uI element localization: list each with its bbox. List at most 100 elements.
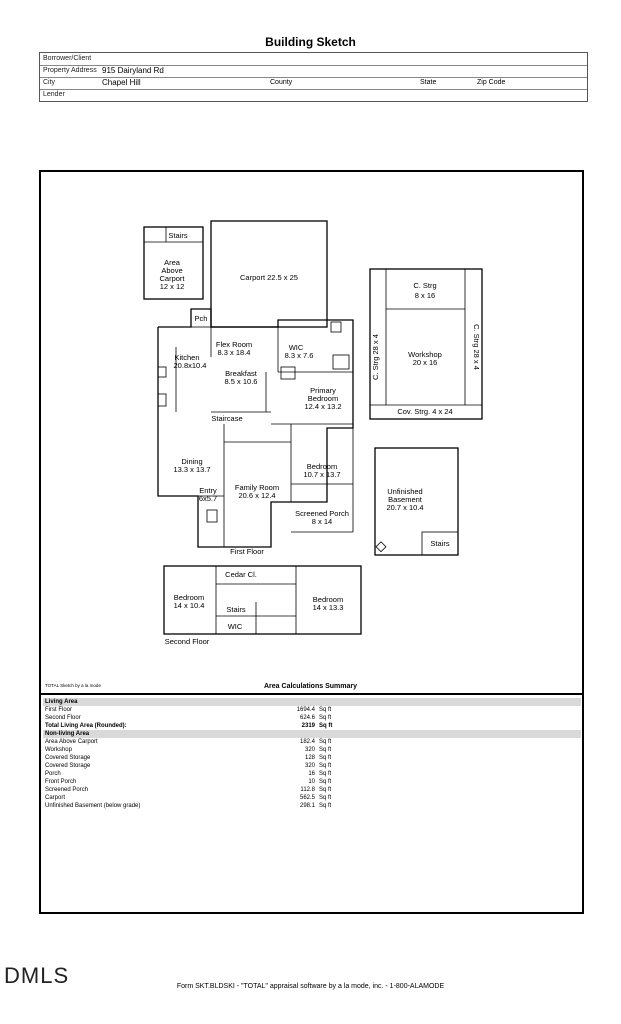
breakfast-label: Breakfast bbox=[225, 369, 258, 378]
row-label: Covered Storage bbox=[45, 755, 91, 761]
sketch-frame bbox=[39, 170, 584, 914]
table-row: Covered Storage 128 Sq ft bbox=[43, 754, 581, 762]
table-row: First Floor 1694.4 Sq ft bbox=[43, 706, 581, 714]
floor-plan: Stairs Area Above Carport 12 x 12 Carpor… bbox=[143, 220, 483, 646]
family-room-label: Family Room bbox=[235, 483, 279, 492]
dmls-watermark-logo: DMLS bbox=[4, 963, 70, 988]
stairs-basement-label: Stairs bbox=[430, 539, 449, 548]
city-label: City bbox=[43, 79, 56, 86]
row-unit: Sq ft bbox=[319, 787, 332, 793]
cov-strg-label: Cov. Strg. 4 x 24 bbox=[397, 407, 452, 416]
bedroom2-label: Bedroom bbox=[174, 593, 204, 602]
row-value: 10 bbox=[308, 779, 315, 785]
row-label: Porch bbox=[45, 771, 61, 777]
row-label: Second Floor bbox=[45, 715, 81, 721]
wic2-label: WIC bbox=[228, 622, 243, 631]
basement-corner-icon bbox=[375, 541, 387, 553]
pch-label: Pch bbox=[195, 314, 208, 323]
address-value: 915 Dairyland Rd bbox=[102, 66, 164, 75]
unfinished-basement-outline bbox=[374, 447, 459, 556]
row-unit: Sq ft bbox=[319, 747, 332, 753]
state-label: State bbox=[420, 79, 437, 86]
row-unit: Sq ft bbox=[319, 763, 332, 769]
entry-dim: 6x5.7 bbox=[199, 494, 217, 503]
row-value: 128 bbox=[304, 755, 315, 761]
table-row: Second Floor 624.6 Sq ft bbox=[43, 714, 581, 722]
row-value: 1694.4 bbox=[296, 707, 315, 713]
kitchen-label: Kitchen bbox=[174, 353, 199, 362]
entry-label: Entry bbox=[199, 486, 217, 495]
page-title: Building Sketch bbox=[265, 35, 356, 49]
c-strg-left-label: C. Strg 28 x 4 bbox=[371, 334, 380, 380]
second-floor-outline bbox=[163, 565, 362, 635]
toilet-icon bbox=[330, 321, 342, 333]
area-separator bbox=[41, 693, 582, 695]
area-summary-title: Area Calculations Summary bbox=[264, 683, 357, 690]
row-unit: Sq ft bbox=[319, 771, 332, 777]
area-above-carport-label-1: Area bbox=[164, 258, 181, 267]
total-label: Total Living Area (Rounded): bbox=[45, 723, 127, 729]
flex-room-dim: 8.3 x 18.4 bbox=[218, 348, 251, 357]
stairs-top-label: Stairs bbox=[168, 231, 187, 240]
c-strg-right-label: C. Strg 28 x 4 bbox=[472, 324, 481, 370]
row-value: 320 bbox=[304, 763, 315, 769]
carport-label: Carport 22.5 x 25 bbox=[240, 273, 298, 282]
row-unit: Sq ft bbox=[319, 803, 332, 809]
area-summary-table: Living Area First Floor 1694.4 Sq ft Sec… bbox=[43, 698, 581, 810]
bedroom1-dim: 10.7 x 13.7 bbox=[303, 470, 340, 479]
lender-row: Lender bbox=[40, 89, 587, 101]
primary-bedroom-label-1: Primary bbox=[310, 386, 336, 395]
screened-porch-dim: 8 x 14 bbox=[312, 517, 332, 526]
area-above-carport-label-2: Above bbox=[161, 266, 182, 275]
row-unit: Sq ft bbox=[319, 739, 332, 745]
row-label: Covered Storage bbox=[45, 763, 91, 769]
primary-bedroom-dim: 12.4 x 13.2 bbox=[304, 402, 341, 411]
flex-room-label: Flex Room bbox=[216, 340, 252, 349]
stove-icon bbox=[280, 366, 296, 380]
borrower-label: Borrower/Client bbox=[43, 55, 92, 62]
bedroom3-label: Bedroom bbox=[313, 595, 343, 604]
dining-dim: 13.3 x 13.7 bbox=[173, 465, 210, 474]
area-above-carport-dim: 12 x 12 bbox=[160, 282, 185, 291]
sketch-credit: TOTAL Sketch by a la mode bbox=[45, 683, 101, 688]
nonliving-area-heading: Non-living Area bbox=[43, 730, 581, 738]
row-value: 320 bbox=[304, 747, 315, 753]
borrower-row: Borrower/Client bbox=[40, 53, 587, 66]
footer-text: Form SKT.BLDSKI - "TOTAL" appraisal soft… bbox=[176, 983, 445, 990]
row-label: Workshop bbox=[45, 747, 72, 753]
family-room-dim: 20.6 x 12.4 bbox=[238, 491, 275, 500]
workshop-label: Workshop bbox=[408, 350, 442, 359]
row-unit: Sq ft bbox=[319, 755, 332, 761]
basement-stairs-outline bbox=[421, 531, 459, 556]
living-area-heading: Living Area bbox=[43, 698, 581, 706]
row-label: Unfinished Basement (below grade) bbox=[45, 803, 141, 809]
row-label: First Floor bbox=[45, 707, 72, 713]
bedroom1-label: Bedroom bbox=[307, 462, 337, 471]
area-above-carport-label-3: Carport bbox=[159, 274, 185, 283]
total-value: 2319 bbox=[301, 723, 315, 729]
table-row: Porch 16 Sq ft bbox=[43, 770, 581, 778]
area-above-carport-outline bbox=[143, 226, 204, 300]
c-strg-top-label: C. Strg bbox=[413, 281, 436, 290]
city-row: City Chapel Hill County State Zip Code bbox=[40, 77, 587, 90]
second-floor-label: Second Floor bbox=[165, 637, 210, 646]
breakfast-dim: 8.5 x 10.6 bbox=[225, 377, 258, 386]
row-unit: Sq ft bbox=[319, 795, 332, 801]
screened-porch-label: Screened Porch bbox=[295, 509, 349, 518]
row-value: 182.4 bbox=[299, 739, 315, 745]
row-label: Area Above Carport bbox=[45, 739, 98, 745]
kitchen-dim: 20.8x10.4 bbox=[174, 361, 207, 370]
wic-label: WIC bbox=[289, 343, 304, 352]
total-row: Total Living Area (Rounded): 2319 Sq ft bbox=[43, 722, 581, 730]
range-icon bbox=[157, 393, 167, 407]
row-value: 16 bbox=[308, 771, 315, 777]
row-label: Carport bbox=[45, 795, 66, 801]
wic-dim: 8.3 x 7.6 bbox=[285, 351, 314, 360]
table-row: Covered Storage 320 Sq ft bbox=[43, 762, 581, 770]
first-floor-label: First Floor bbox=[230, 547, 264, 556]
workshop-dim: 20 x 16 bbox=[413, 358, 438, 367]
